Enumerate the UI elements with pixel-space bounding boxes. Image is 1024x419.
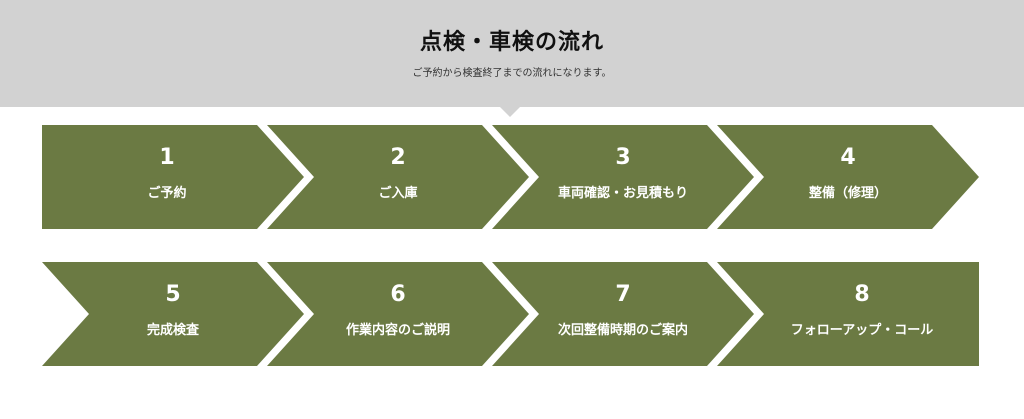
step-number: 6 (390, 282, 406, 307)
step-label: 完成検査 (146, 323, 199, 338)
page-subtitle: ご予約から検査終了までの流れになります。 (412, 68, 612, 79)
step-number: 5 (165, 282, 181, 307)
page-title: 点検・車検の流れ (419, 30, 604, 55)
step-number: 2 (390, 145, 406, 170)
step-3: 3 車両確認・お見積もり (492, 125, 754, 229)
step-5: 5 完成検査 (42, 262, 304, 366)
step-2: 2 ご入庫 (267, 125, 529, 229)
step-7: 7 次回整備時期のご案内 (492, 262, 754, 366)
step-label: ご入庫 (378, 186, 418, 201)
step-number: 1 (159, 145, 175, 170)
step-8: 8 フォローアップ・コール (717, 262, 979, 366)
header-pointer (500, 107, 520, 117)
step-1: 1 ご予約 (42, 125, 304, 229)
step-label: 車両確認・お見積もり (557, 186, 688, 201)
step-label: 次回整備時期のご案内 (557, 323, 688, 338)
step-label: フォローアップ・コール (790, 323, 934, 338)
step-number: 7 (615, 282, 631, 307)
step-number: 3 (615, 145, 631, 170)
page-header: 点検・車検の流れ ご予約から検査終了までの流れになります。 (0, 0, 1024, 107)
step-number: 8 (854, 282, 870, 307)
step-label: ご予約 (147, 186, 187, 201)
step-label: 作業内容のご説明 (345, 323, 450, 338)
step-4: 4 整備（修理） (717, 125, 979, 229)
step-6: 6 作業内容のご説明 (267, 262, 529, 366)
step-number: 4 (840, 145, 856, 170)
step-label: 整備（修理） (808, 186, 887, 201)
